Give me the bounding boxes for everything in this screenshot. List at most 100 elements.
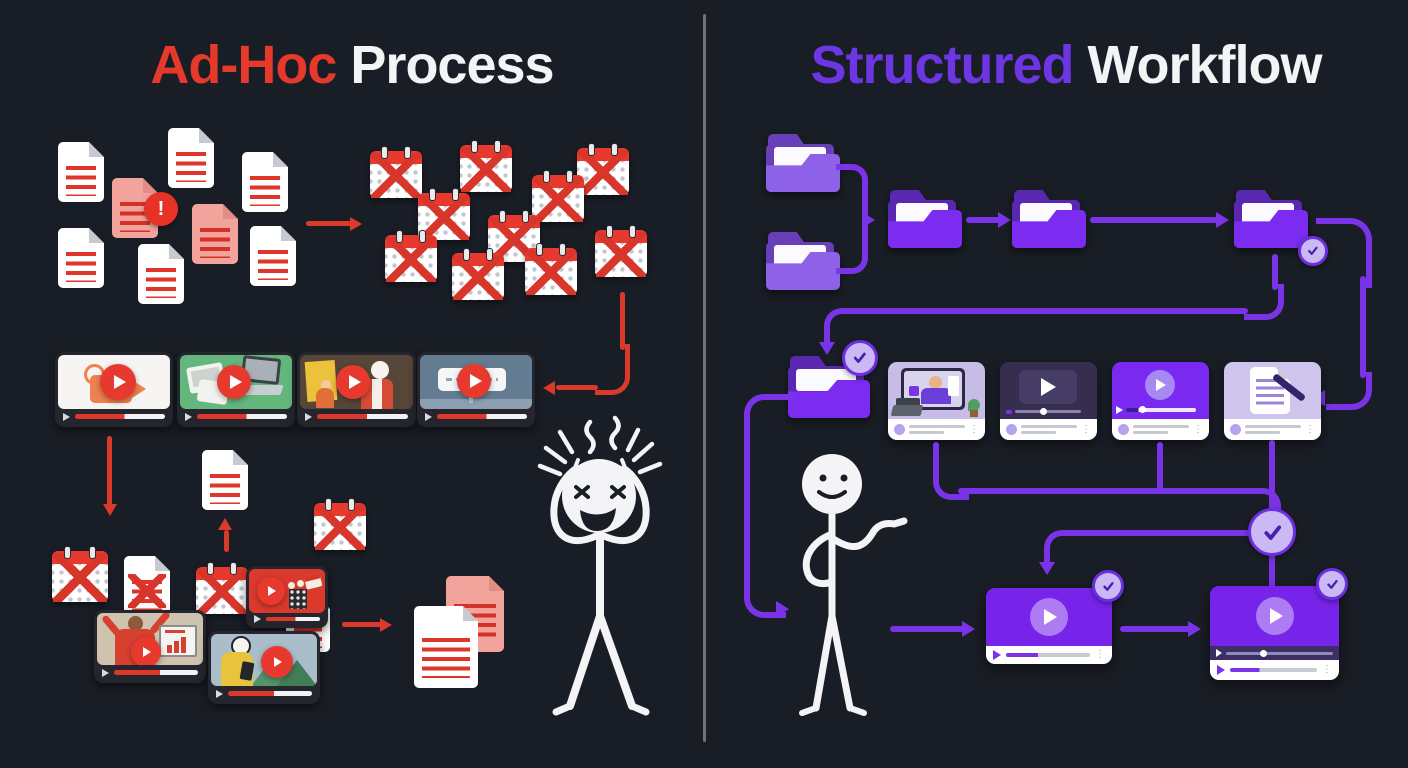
- folder-icon: [1012, 190, 1086, 248]
- smile: [817, 490, 847, 499]
- kebab-icon: [1322, 665, 1332, 675]
- player-controls: [58, 409, 170, 424]
- small-person-head: [321, 380, 331, 390]
- connector-elbow: [1316, 218, 1372, 288]
- film-slate-icon: [303, 572, 323, 590]
- structured-title-highlight: Structured: [810, 35, 1074, 95]
- check-badge-icon: [1248, 508, 1296, 556]
- play-icon: [63, 412, 70, 421]
- card-footer: [1224, 419, 1321, 440]
- kebab-icon: [1305, 425, 1315, 435]
- arrow-right-icon: [776, 601, 789, 617]
- video-player: [1210, 586, 1339, 680]
- folder-icon: [788, 356, 870, 418]
- play-icon: [216, 689, 223, 698]
- folder-icon: [766, 134, 840, 192]
- arrow-right-icon: [1216, 212, 1229, 228]
- card-footer: [1000, 419, 1097, 440]
- arrow-line: [1090, 217, 1218, 223]
- folder-icon: [766, 232, 840, 290]
- hiker-video-thumbnail: [208, 631, 320, 704]
- hair-spikes: [625, 427, 663, 475]
- document-icon: [58, 228, 104, 288]
- connector-elbow: [1244, 284, 1284, 320]
- document-icon: [138, 244, 184, 304]
- play-button-icon: [457, 364, 491, 398]
- progress-bar: [1126, 406, 1196, 413]
- document-icon: [250, 226, 296, 286]
- ground: [420, 399, 532, 409]
- small-person-body: [316, 388, 334, 408]
- progress-bar: [75, 414, 165, 419]
- adhoc-title-highlight: Ad-Hoc: [150, 35, 337, 95]
- player-controls: [420, 409, 532, 424]
- merge-elbow: [836, 164, 868, 228]
- avatar: [1118, 424, 1129, 435]
- avatar: [1006, 424, 1017, 435]
- crossed-calendar-icon: [595, 225, 647, 277]
- feet: [799, 705, 867, 716]
- play-button-icon: [1145, 370, 1175, 400]
- player-controls: [180, 409, 292, 424]
- playing-card: [1112, 362, 1209, 440]
- connector-line: [744, 430, 750, 582]
- connector-elbow: [1245, 488, 1281, 526]
- player-screen: [986, 588, 1112, 646]
- card-footer: [888, 419, 985, 440]
- connector-elbow: [744, 576, 786, 618]
- arrow-line: [556, 385, 598, 390]
- document-icon: [202, 450, 248, 510]
- progress-bar: [266, 616, 320, 622]
- akimbo-arm: [802, 530, 836, 588]
- connector-elbow: [933, 462, 969, 500]
- arrow-right-icon: [998, 212, 1011, 228]
- eye: [840, 474, 848, 482]
- structured-title-rest: Workflow: [1073, 35, 1323, 95]
- crossed-calendar-icon: [577, 143, 629, 195]
- presenter-head: [929, 376, 942, 389]
- head: [802, 454, 862, 514]
- play-icon: [254, 615, 261, 623]
- chart-board-icon: [159, 625, 197, 657]
- progress-bar: [1230, 668, 1317, 672]
- connector-elbow: [824, 308, 858, 344]
- arrow-left-icon: [543, 380, 555, 395]
- eye: [819, 474, 827, 482]
- laptop-base: [890, 405, 924, 416]
- sign-video-thumbnail: [417, 352, 535, 427]
- progress-dot: [1138, 406, 1146, 413]
- presenter-head: [371, 361, 389, 379]
- player-card: [1000, 362, 1097, 440]
- play-button-icon: [1255, 597, 1294, 635]
- arrow-right-icon: [962, 621, 975, 637]
- camera-video-thumbnail: [55, 352, 173, 427]
- plant-icon: [968, 399, 980, 411]
- plant-pot: [970, 410, 978, 417]
- progress-bar: [1015, 408, 1081, 415]
- laptop-icon: [896, 398, 920, 406]
- kebab-icon: [1095, 650, 1105, 660]
- connector-line: [824, 334, 830, 342]
- left-arm: [550, 466, 600, 545]
- document-icon: [242, 152, 288, 212]
- folder-icon: [1234, 190, 1308, 248]
- arrow-elbow: [595, 344, 630, 395]
- progress-dot: [1040, 408, 1048, 415]
- connector-line: [1360, 276, 1366, 378]
- adhoc-title-rest: Process: [336, 35, 554, 95]
- arrow-down-icon: [1039, 562, 1055, 575]
- crossed-calendar-icon: [314, 498, 366, 550]
- crossed-calendar-icon: [452, 248, 504, 300]
- document-icon: [58, 142, 104, 202]
- avatar: [1230, 424, 1241, 435]
- crossed-calendar-icon: [525, 243, 577, 295]
- presenter-chart-video-thumbnail: [94, 610, 206, 683]
- monitor-icon: [901, 368, 965, 410]
- progress-bar: [317, 414, 408, 419]
- play-icon: [993, 650, 1001, 660]
- connector-elbow: [744, 394, 796, 442]
- photos-laptop-video-thumbnail: [177, 352, 295, 427]
- legs: [566, 612, 636, 710]
